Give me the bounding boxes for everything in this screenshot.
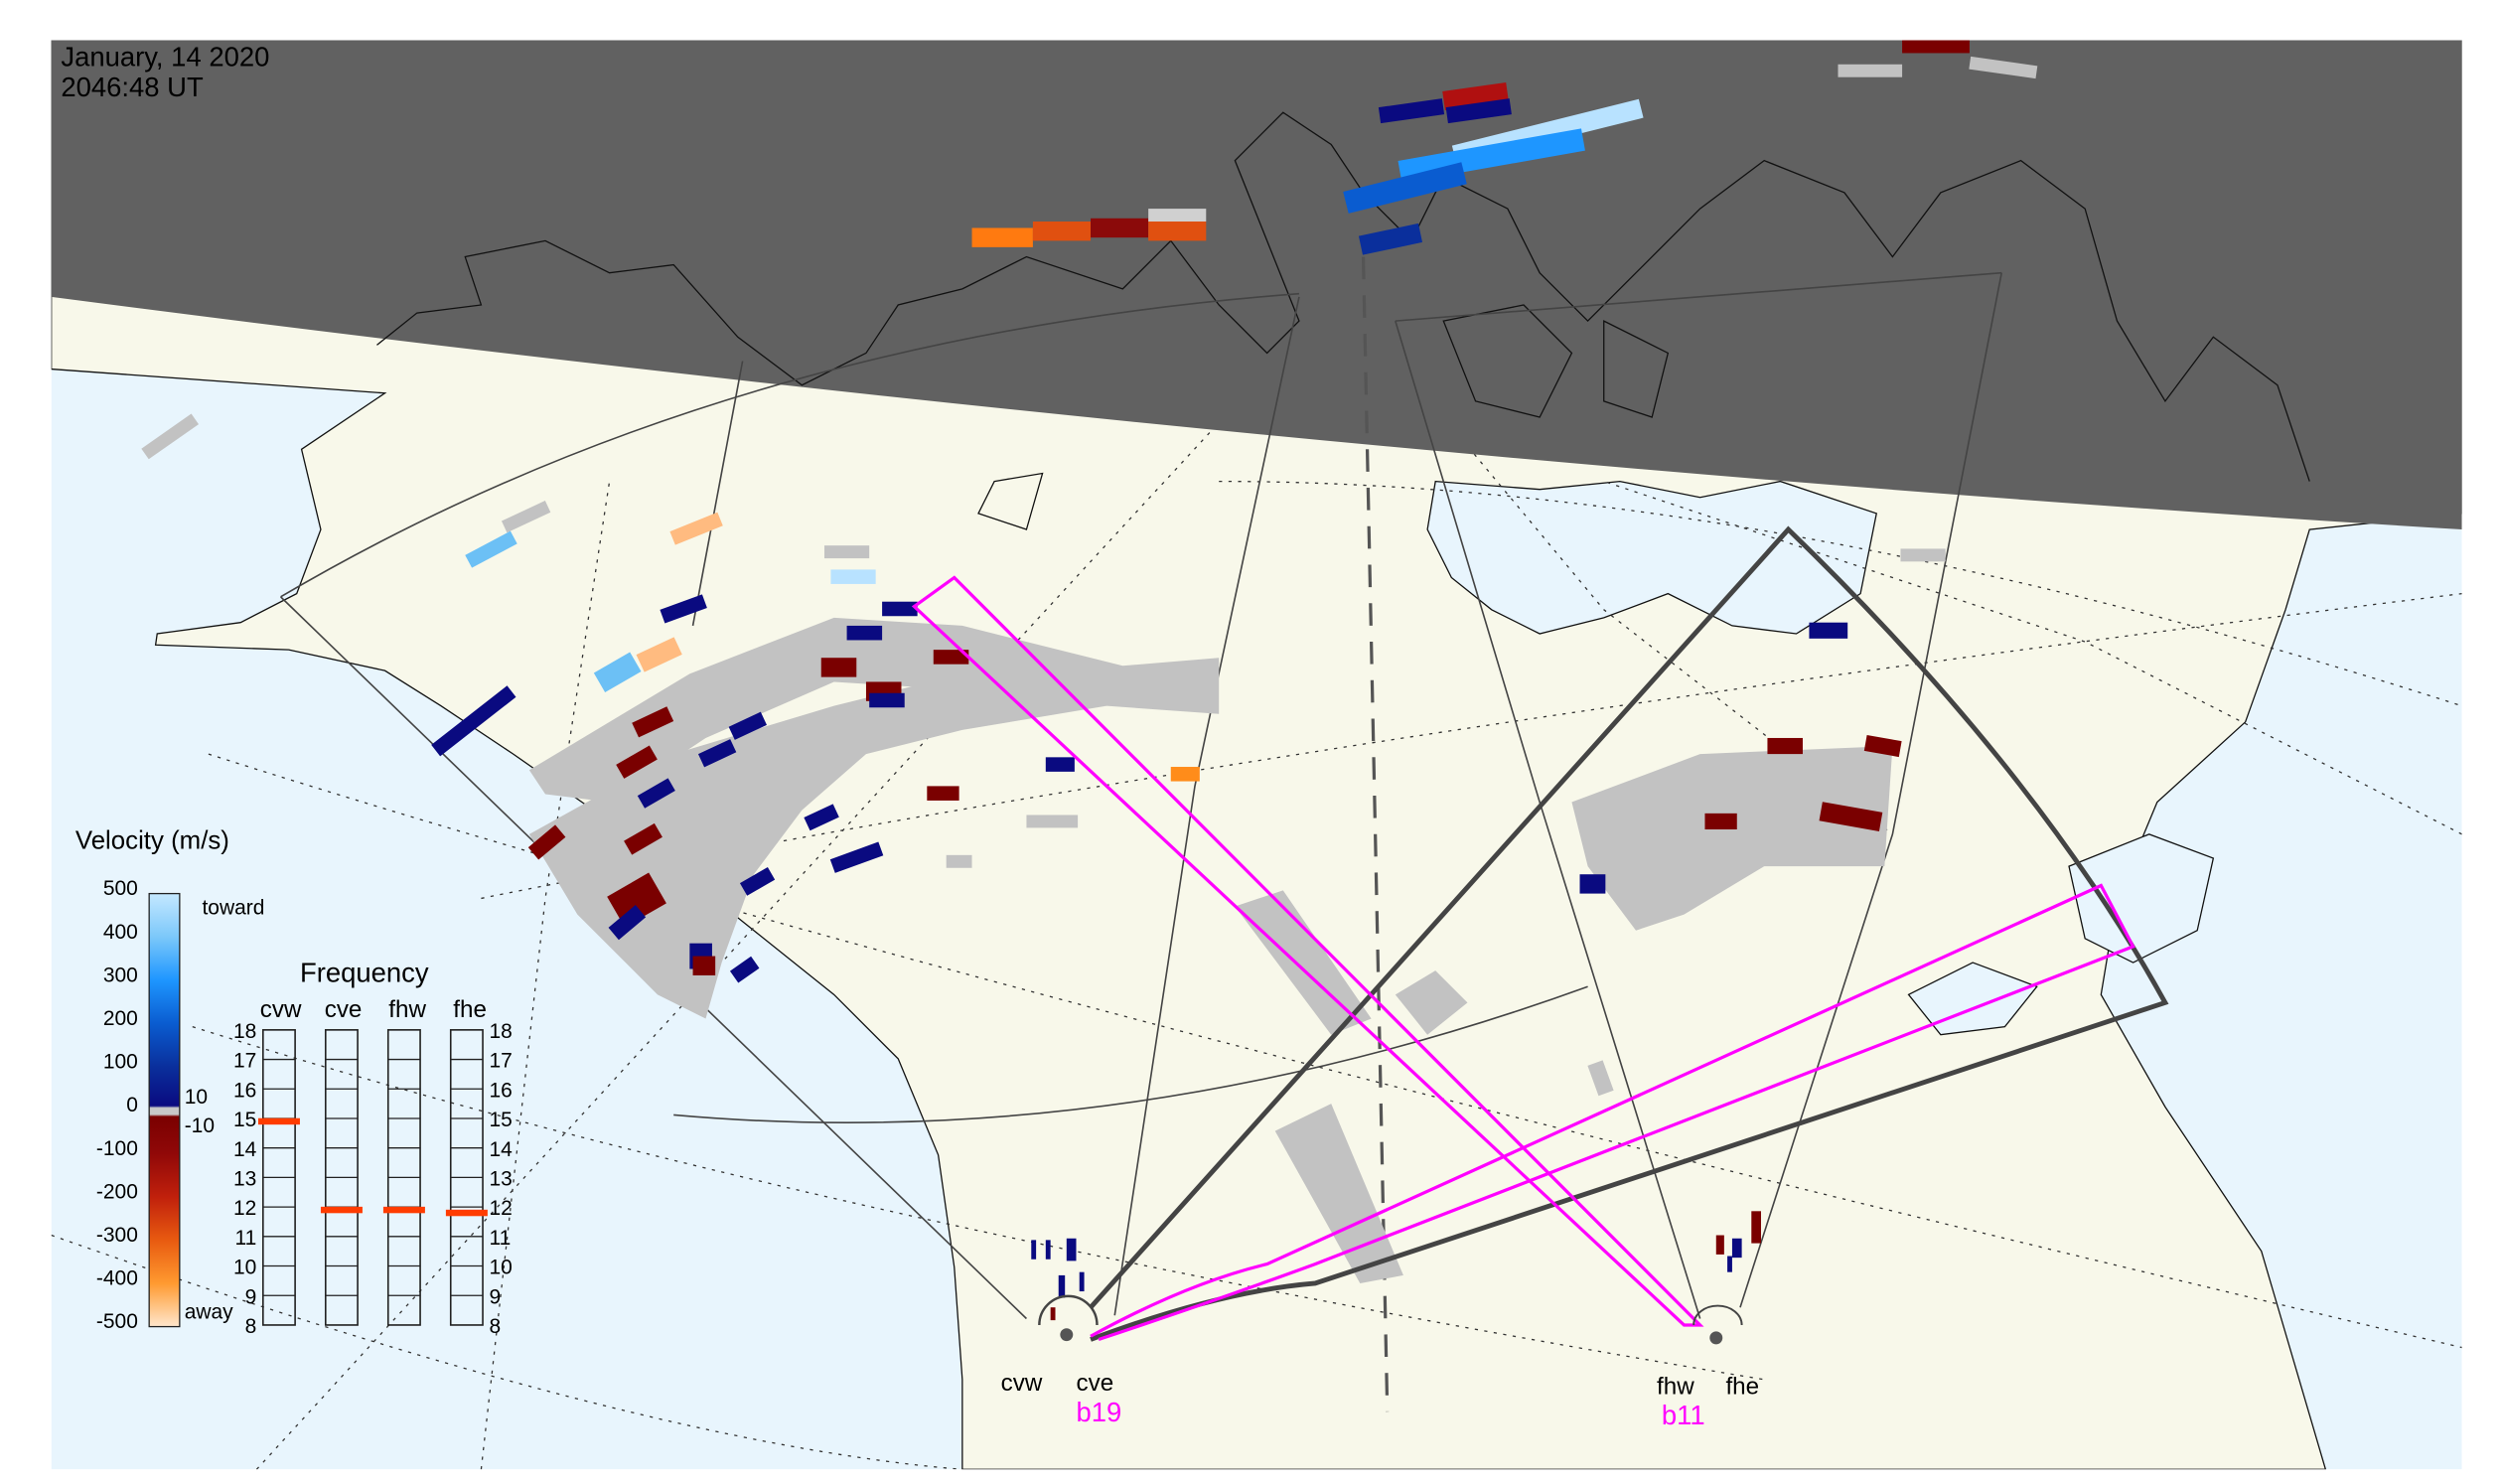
velocity-tick: 400	[103, 921, 138, 944]
velocity-tick: 500	[103, 877, 138, 900]
frequency-scale-tick: 13	[489, 1167, 512, 1190]
beam-label-b11: b11	[1662, 1400, 1705, 1430]
velocity-legend: Velocity (m/s) 500 400 300 200 100 0 -10…	[75, 826, 265, 1333]
frequency-radar-label: fhw	[388, 996, 426, 1023]
velocity-legend-title: Velocity (m/s)	[75, 826, 229, 854]
frequency-scale-tick: 16	[489, 1079, 512, 1102]
frequency-scale-tick: 9	[245, 1285, 257, 1308]
beam-b19-outline	[1090, 883, 2135, 1342]
frequency-radar-label: fhe	[453, 996, 487, 1023]
radar-site-fort-hays[interactable]	[1693, 1304, 1743, 1345]
away-label: away	[185, 1301, 233, 1324]
night-coastlines	[376, 111, 2310, 530]
map-panel: cvw cve b19 fhw fhe b11 January, 14 2020…	[51, 40, 2462, 1470]
beam-b11-outline	[911, 575, 1704, 1327]
velocity-tick: 100	[103, 1051, 138, 1074]
velocity-tick: -500	[96, 1310, 138, 1333]
frequency-scale-tick: 15	[233, 1109, 256, 1131]
date-label: January, 14 2020	[61, 41, 269, 72]
velocity-tick: -300	[96, 1224, 138, 1247]
frequency-scale-tick: 15	[489, 1109, 512, 1131]
hudson-bay	[1426, 480, 1877, 635]
frequency-radar-label: cvw	[260, 996, 302, 1023]
radar-label-fhe: fhe	[1725, 1373, 1759, 1400]
ground-scatter-cells	[141, 56, 2038, 1283]
radar-label-fhw: fhw	[1657, 1373, 1694, 1400]
gulf-of-st-lawrence	[2068, 833, 2215, 964]
night-region	[51, 40, 2462, 530]
frequency-scale-tick: 13	[233, 1167, 256, 1190]
frequency-scale-tick: 18	[233, 1020, 256, 1043]
velocity-tick: 0	[126, 1094, 138, 1116]
frequency-radar-label: cve	[325, 996, 363, 1023]
frequency-scale-tick: 9	[489, 1285, 501, 1308]
dusk-dashed-line	[1361, 256, 1390, 1412]
velocity-colorbar	[148, 892, 181, 1328]
frequency-scale-tick: 16	[233, 1079, 256, 1102]
frequency-legend-title: Frequency	[300, 957, 429, 987]
radar-label-cve: cve	[1076, 1370, 1113, 1397]
velocity-tick: -400	[96, 1267, 138, 1290]
frequency-scale-tick: 12	[489, 1197, 512, 1220]
radar-site-christmas-valley[interactable]	[1038, 1294, 1099, 1342]
frequency-scale-tick: 11	[235, 1227, 257, 1250]
velocity-tick-small: 10	[185, 1086, 208, 1109]
velocity-cells	[431, 40, 1970, 1321]
frequency-scale-tick: 8	[245, 1315, 257, 1338]
velocity-tick: -200	[96, 1180, 138, 1203]
velocity-tick: -100	[96, 1137, 138, 1160]
frequency-marker-cvw	[257, 1117, 300, 1125]
velocity-tick: 200	[103, 1007, 138, 1030]
frequency-marker-cve	[320, 1206, 363, 1214]
frequency-scale-tick: 14	[489, 1138, 513, 1161]
frequency-scale-tick: 17	[489, 1050, 512, 1073]
frequency-scale-tick: 18	[489, 1020, 512, 1043]
frequency-scale-tick: 10	[489, 1257, 512, 1279]
velocity-tick: 300	[103, 964, 138, 986]
frequency-legend: Frequency cvw cve fhw fhe 18 17 16 15 14 13 12…	[233, 957, 513, 1338]
beam-label-b19: b19	[1076, 1397, 1121, 1427]
toward-label: toward	[202, 897, 264, 920]
graticule	[51, 352, 2462, 1470]
frequency-marker-fhe	[445, 1209, 488, 1217]
velocity-tick-small: -10	[185, 1114, 215, 1137]
time-label: 2046:48 UT	[61, 72, 204, 102]
frequency-scale-tick: 11	[489, 1227, 511, 1250]
frequency-scale-tick: 8	[489, 1315, 501, 1338]
frequency-marker-fhw	[382, 1206, 425, 1214]
frequency-scale-tick: 12	[233, 1197, 256, 1220]
frequency-scale-tick: 10	[233, 1257, 256, 1279]
radar-label-cvw: cvw	[1001, 1370, 1043, 1397]
great-lakes	[1907, 962, 2038, 1036]
frequency-scale-tick: 17	[233, 1050, 256, 1073]
frequency-scale-tick: 14	[233, 1138, 257, 1161]
